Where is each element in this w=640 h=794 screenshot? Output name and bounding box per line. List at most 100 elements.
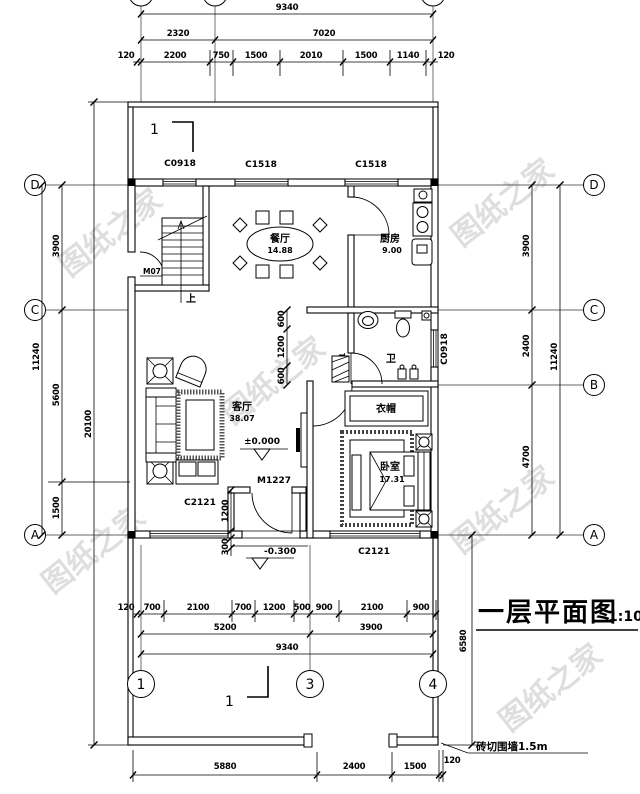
stair-up-label: 上: [186, 292, 196, 305]
grid-bubble-right-A: A: [590, 528, 599, 542]
kitchen-label: 厨房: [380, 232, 400, 245]
window-label-c1518: C1518: [245, 160, 277, 170]
dim: 600: [277, 310, 287, 327]
dim: 7020: [313, 29, 336, 39]
dim: 300: [221, 538, 231, 555]
dim: 1140: [397, 51, 420, 61]
title-block: 一层平面图 1:100: [476, 598, 640, 631]
plant-stand: [146, 357, 174, 385]
tv-console: [296, 412, 308, 468]
dim: 1200: [277, 335, 287, 358]
dim: 11240: [32, 343, 42, 371]
sofa: [145, 387, 177, 463]
door-entry-m1227: [251, 492, 293, 534]
grid-bubble-left-C: C: [31, 303, 39, 317]
dim: 120: [438, 51, 455, 61]
dim: 2200: [164, 51, 187, 61]
dim: 120: [118, 51, 135, 61]
grid-bubbles: D C A D C B A 1 3 4: [24, 0, 605, 698]
gate-jamb: [388, 733, 398, 748]
bathroom-fixtures: 卫: [331, 310, 432, 383]
grid-bubble-left-D: D: [30, 178, 39, 192]
porch-stub: [299, 492, 307, 532]
exterior-walls: [127, 178, 439, 539]
grid-bubble-right-B: B: [590, 378, 598, 392]
door-bath: [350, 352, 383, 385]
dim: 2400: [343, 762, 366, 772]
window-c1518-b: [344, 178, 399, 187]
bedroom-label: 卧室: [380, 460, 400, 473]
bath-tap: [397, 368, 407, 380]
toilet-tank: [394, 310, 412, 319]
window-label-c0918: C0918: [164, 159, 196, 169]
dim: 2100: [361, 603, 384, 613]
dim: 5600: [52, 383, 62, 406]
dining-room-area: 14.88: [267, 246, 293, 255]
dim: 900: [316, 603, 333, 613]
stair-break-line: [157, 215, 208, 241]
section-number: 1: [150, 122, 159, 138]
fence-annotation: 砖切围墙1.5m: [440, 740, 588, 754]
dimensions-top: 9340 2320 7020 120 2200 750 1500 2010 15…: [118, 3, 455, 76]
closet-label: 衣帽: [376, 402, 396, 415]
loveseat: [175, 459, 219, 485]
dim: 1500: [245, 51, 268, 61]
dim: 500: [294, 603, 311, 613]
dimensions-left: 11240 3900 5600 1500 20100: [32, 98, 135, 749]
drawing-title: 一层平面图: [478, 598, 618, 628]
dim: 900: [413, 603, 430, 613]
nightstand: [415, 510, 433, 528]
stairs: 上: [157, 215, 208, 305]
window-label-c2121: C2121: [184, 498, 216, 508]
stair-arrow: [177, 219, 185, 230]
grid-bubble-right-C: C: [590, 303, 598, 317]
dim: 1200: [221, 499, 231, 522]
dim: 2400: [522, 334, 532, 357]
window-label-c1518: C1518: [355, 160, 387, 170]
living-area: 38.07: [229, 414, 254, 423]
bath-tap: [409, 368, 419, 380]
dim: 600: [277, 367, 287, 384]
dim: 1500: [52, 496, 62, 519]
dining-room-label: 餐厅: [269, 232, 290, 245]
floor-level: ±0.000: [244, 437, 280, 447]
armchair: [175, 355, 207, 388]
dim: 700: [235, 603, 252, 613]
porch-wall: [291, 486, 307, 494]
watermark-text: 图纸之家: [493, 638, 609, 739]
bath-west-wall: [347, 312, 355, 354]
window-c2121-right: [329, 530, 421, 539]
dim: 11240: [550, 343, 560, 371]
drawing-scale: 1:100: [608, 609, 640, 625]
dim: 5200: [214, 623, 237, 633]
section-marker-top: 1: [150, 121, 194, 152]
living-east-wall: [306, 380, 314, 539]
yard-wall-left: [127, 736, 305, 746]
door-label-m1227: M1227: [257, 476, 291, 486]
nightstand: [415, 433, 433, 451]
kitchen-fixtures: 厨房 9.00: [380, 188, 433, 266]
dim: 700: [144, 603, 161, 613]
grid-bubble-left-A: A: [31, 528, 40, 542]
window-c0918-top: [162, 178, 197, 187]
fence-note: 砖切围墙1.5m: [476, 740, 548, 753]
yard-level: -0.300: [264, 547, 296, 557]
window-label-c2121: C2121: [358, 547, 390, 557]
bedroom-area: 17.31: [379, 475, 405, 484]
dim: 6580: [459, 629, 469, 652]
dimensions-yard: 5880 2400 1500 120: [129, 750, 461, 782]
toilet-bowl: [396, 318, 410, 338]
window-c1518-a: [234, 178, 289, 187]
dim: 3900: [360, 623, 383, 633]
dim: 2100: [187, 603, 210, 613]
porch-wall: [227, 486, 251, 494]
grid-bubble-right-D: D: [589, 178, 598, 192]
dim: 20100: [84, 410, 94, 438]
door-kitchen: [350, 196, 390, 236]
dim: 4700: [522, 445, 532, 468]
level-markers: ±0.000 -0.300: [240, 437, 296, 570]
dining-table: [246, 226, 314, 262]
watermark-text: 图纸之家: [445, 153, 561, 254]
